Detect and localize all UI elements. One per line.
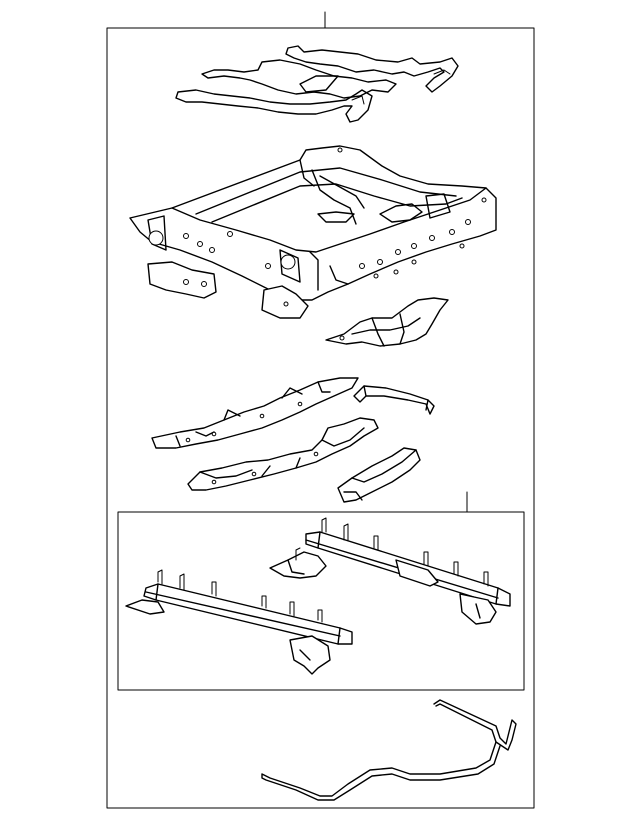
release-bar[interactable]	[261, 699, 517, 801]
handle-cover[interactable]	[353, 385, 435, 415]
rail-trim-cover[interactable]	[337, 447, 421, 503]
frame-bracket[interactable]	[325, 297, 449, 347]
side-rail-right[interactable]	[187, 417, 379, 491]
assembly-outline	[106, 11, 535, 809]
seat-cushion-frame[interactable]	[129, 145, 497, 319]
track-rail-lower[interactable]	[125, 569, 353, 675]
track-rail-upper[interactable]	[269, 517, 511, 625]
track-assembly-frame	[117, 491, 525, 691]
spring-wire-grid[interactable]	[175, 45, 459, 123]
side-rail-left[interactable]	[151, 377, 359, 449]
